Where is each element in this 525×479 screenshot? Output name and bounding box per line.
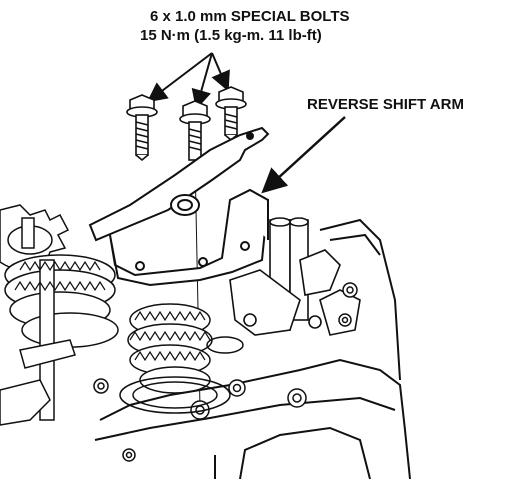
reverse-shift-arm-label: REVERSE SHIFT ARM xyxy=(307,96,464,113)
bolt-leader-lines xyxy=(146,52,230,110)
gear-cluster xyxy=(0,204,213,426)
bolt-left xyxy=(126,94,158,162)
bolt-spec-title: 6 x 1.0 mm SPECIAL BOLTS xyxy=(150,8,350,25)
transmission-case xyxy=(94,218,411,479)
reverse-shift-arm xyxy=(88,126,270,287)
gear-teeth-texture xyxy=(14,260,211,362)
bolt-right xyxy=(215,86,247,142)
arm-leader-line xyxy=(261,116,346,194)
housing-right xyxy=(229,217,361,336)
bolt-center xyxy=(179,100,211,161)
case-bolt-holes xyxy=(93,282,358,462)
bolt-torque-spec: 15 N·m (1.5 kg-m. 11 lb-ft) xyxy=(140,27,322,44)
bearing-ring xyxy=(119,336,244,414)
